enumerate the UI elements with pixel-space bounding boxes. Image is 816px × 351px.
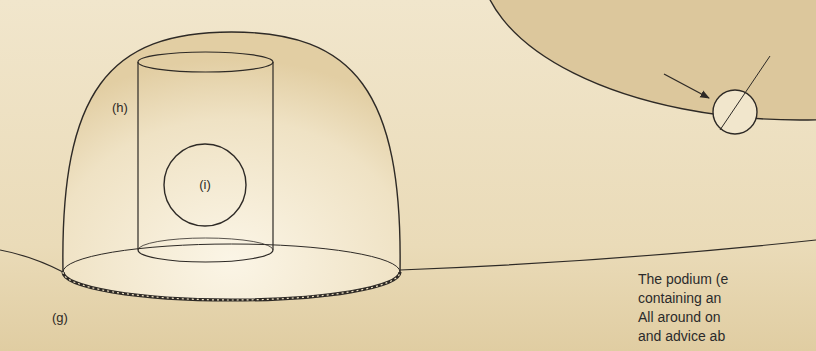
dome-base-back bbox=[63, 244, 400, 272]
ground-line bbox=[0, 250, 63, 272]
diagonal-line bbox=[720, 56, 770, 130]
cylinder-outline bbox=[138, 52, 273, 264]
circle-node: (i) bbox=[163, 143, 247, 227]
dome-base-hatch bbox=[63, 272, 400, 300]
part-label: (h) bbox=[112, 100, 128, 116]
cylinder-top bbox=[138, 52, 273, 72]
sphere-outline bbox=[164, 144, 246, 226]
pointer-arrow bbox=[664, 74, 709, 98]
dome-node: (g)(h)(i) bbox=[63, 32, 400, 302]
small-circle bbox=[713, 90, 757, 134]
dome-base-front bbox=[63, 272, 400, 300]
part-label: (g) bbox=[52, 310, 68, 326]
caption-text: The podium (e containing an All around o… bbox=[638, 270, 736, 346]
dome-shell bbox=[63, 32, 400, 300]
part-label: (i) bbox=[199, 177, 211, 193]
ground-line bbox=[400, 240, 816, 270]
cylinder-side bbox=[138, 62, 273, 262]
cylinder-bottom-back bbox=[138, 238, 273, 250]
cylinder-node: (h)(i) bbox=[138, 52, 273, 264]
podium-outline bbox=[480, 0, 816, 120]
